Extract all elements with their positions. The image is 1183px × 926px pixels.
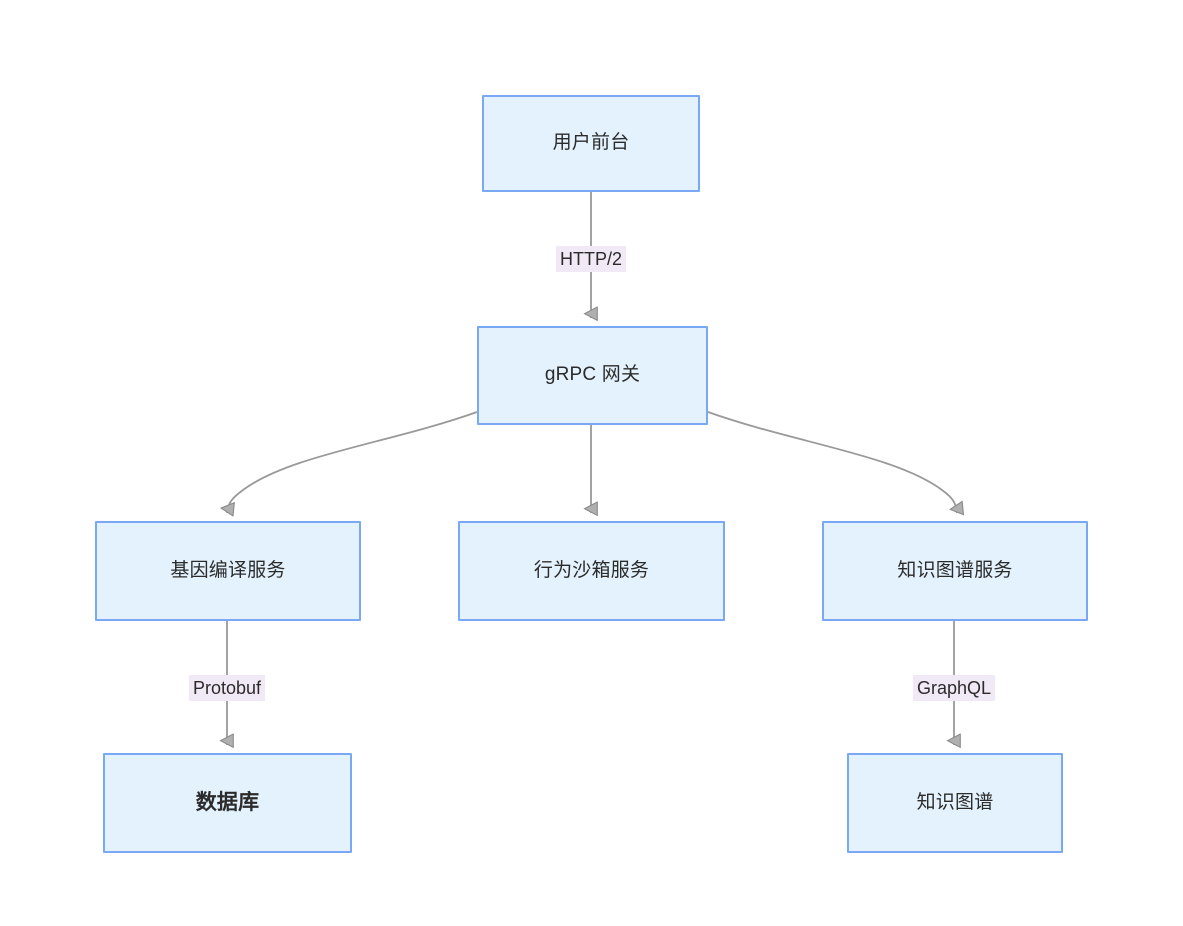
node-knowledge-graph-label: 知识图谱	[916, 791, 994, 813]
node-gene-compile-service[interactable]: 基因编译服务	[95, 521, 361, 621]
edge-label-graphql: GraphQL	[912, 675, 996, 701]
node-gateway[interactable]: gRPC 网关	[477, 326, 708, 425]
edge-label-protobuf: Protobuf	[188, 675, 266, 701]
node-database-label: 数据库	[195, 791, 260, 815]
node-gateway-label: gRPC 网关	[544, 364, 641, 386]
node-behavior-sandbox-service[interactable]: 行为沙箱服务	[458, 521, 725, 621]
node-gene-compile-service-label: 基因编译服务	[170, 559, 286, 581]
node-database[interactable]: 数据库	[103, 753, 352, 853]
edge-gateway-kgservice	[707, 411, 957, 513]
edge-gateway-gene	[227, 411, 478, 513]
edge-label-http2: HTTP/2	[555, 246, 627, 272]
node-knowledge-graph-service[interactable]: 知识图谱服务	[822, 521, 1088, 621]
node-frontend[interactable]: 用户前台	[482, 95, 700, 192]
node-behavior-sandbox-service-label: 行为沙箱服务	[533, 559, 650, 581]
node-knowledge-graph-service-label: 知识图谱服务	[897, 559, 1013, 581]
node-frontend-label: 用户前台	[552, 132, 630, 154]
node-knowledge-graph[interactable]: 知识图谱	[847, 753, 1063, 853]
